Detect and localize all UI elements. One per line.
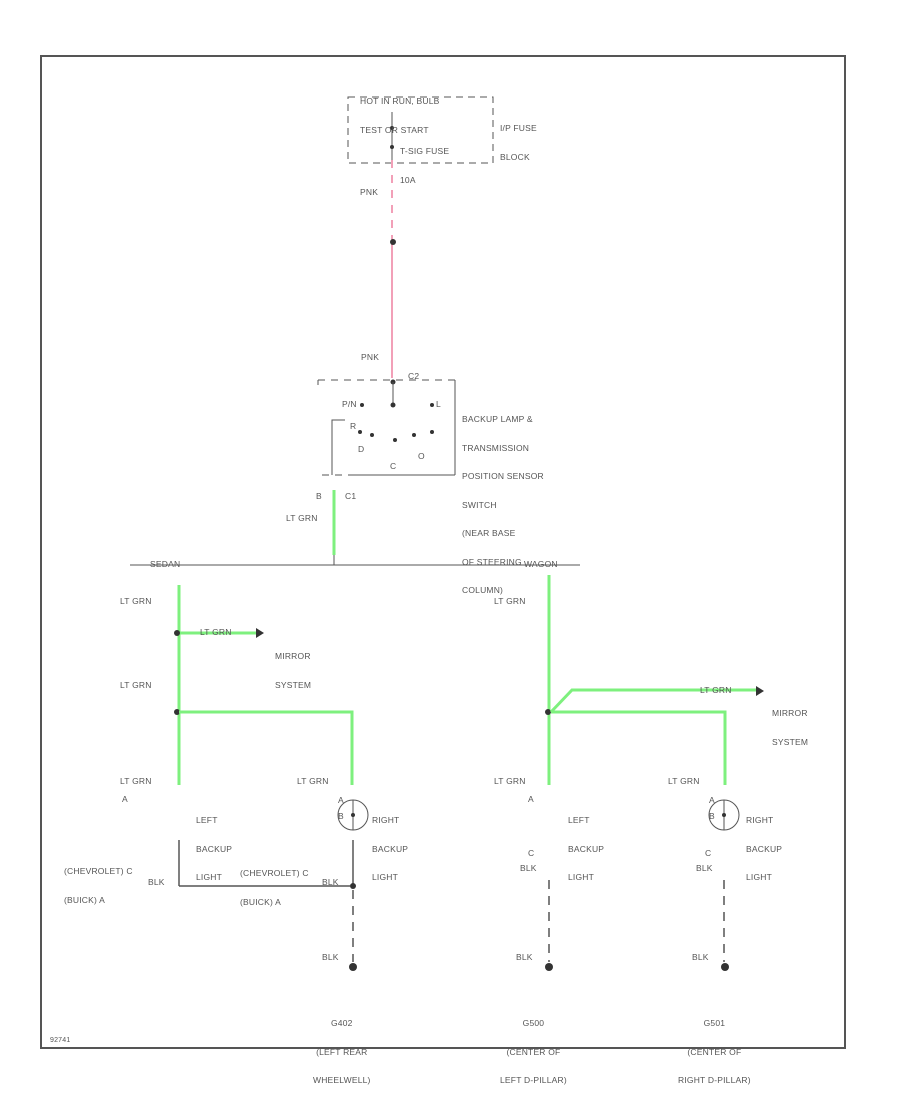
pin-label-a: A [709,795,715,805]
wire-label-blk: BLK [692,952,709,962]
wire-label-ltgrn: LT GRN [200,627,232,637]
ground-g501 [721,963,729,971]
wire-label-pnk-bottom: PNK [361,352,380,362]
wire-label-blk: BLK [520,863,537,873]
right-backup-light-label: RIGHT BACKUP LIGHT [372,815,409,882]
mirror-arrow [256,628,264,638]
fuse-block-box [347,96,494,164]
fuse-block-label: I/P FUSE BLOCK [500,123,537,162]
splice-dot [174,630,180,636]
mirror-system-label: MIRROR SYSTEM [772,708,809,747]
switch-contact [393,438,397,442]
pin-label-a: A [528,794,534,804]
left-backup-light-label: LEFT BACKUP LIGHT [196,815,233,882]
diagram-frame [40,55,846,1049]
switch-contact [370,433,374,437]
switch-pin-pn: P/N [342,399,357,409]
mirror-arrow [756,686,764,696]
wagon-mirror-wire [549,688,757,714]
connector-b-label: B [316,491,322,501]
left-backup-light-label: LEFT BACKUP LIGHT [568,815,605,882]
wire-label-ltgrn: LT GRN [494,596,526,606]
figure-id: 92741 [50,1037,71,1044]
switch-pin-l: L [436,399,441,409]
pin-label-a: A [122,794,128,804]
switch-label: BACKUP LAMP & TRANSMISSION POSITION SENS… [462,414,544,595]
wire-label-blk: BLK [322,877,339,887]
make-label-right: (CHEVROLET) C (BUICK) A [240,868,309,907]
bulb-terminal [351,813,355,817]
switch-contact [430,403,434,407]
ground-g402 [349,963,357,971]
pin-label-a: A [338,795,344,805]
wire-label-ltgrn: LT GRN [297,776,329,786]
make-label-left: (CHEVROLET) C (BUICK) A [64,866,133,905]
pin-label-b: B [709,811,715,821]
wire-label-blk: BLK [148,877,165,887]
wire-label-pnk-top: PNK [360,187,379,197]
switch-pin-c: C [390,461,397,471]
wire-label-blk: BLK [696,863,713,873]
wire-label-ltgrn: LT GRN [494,776,526,786]
pin-label-c: C [705,848,712,858]
splice-dot [545,709,551,715]
connector-c1-label: C1 [345,491,357,501]
wire-label-blk: BLK [322,952,339,962]
fuse-label: T-SIG FUSE 10A [400,146,450,185]
switch-bracket [331,419,345,475]
wire-label-ltgrn: LT GRN [120,776,152,786]
wagon-right-light-wire [551,710,727,785]
pin-label-b: B [338,811,344,821]
ground-g500-label: G500 (CENTER OF LEFT D-PILLAR) [500,1018,567,1085]
top-caption: HOT IN RUN, BULB TEST OR START [360,96,440,135]
wire-label-blk: BLK [516,952,533,962]
switch-pin-d: D [358,444,365,454]
ground-g501-label: G501 (CENTER OF RIGHT D-PILLAR) [678,1018,751,1085]
pin-label-c: C [528,848,535,858]
wire-label-ltgrn: LT GRN [120,596,152,606]
fuse-terminal [390,126,394,130]
switch-pin-o: O [418,451,425,461]
wire-label-ltgrn-main: LT GRN [286,513,318,523]
splice-dot [350,883,356,889]
splice-dot [174,709,180,715]
bulb-terminal [722,813,726,817]
sedan-right-light-wire [179,710,354,785]
right-backup-light-label: RIGHT BACKUP LIGHT [746,815,783,882]
wire-label-ltgrn: LT GRN [668,776,700,786]
ground-g402-label: G402 (LEFT REAR WHEELWELL) [313,1018,371,1085]
switch-contact [430,430,434,434]
switch-contact [360,403,364,407]
switch-contact [390,402,396,408]
mirror-system-label: MIRROR SYSTEM [275,651,312,690]
branch-wagon-label: WAGON [524,559,558,569]
branch-sedan-label: SEDAN [150,559,181,569]
connector-dot [390,239,396,245]
switch-contact [412,433,416,437]
connector-c2-label: C2 [408,371,420,381]
switch-contact [358,430,362,434]
wire-label-ltgrn: LT GRN [120,680,152,690]
ground-g500 [545,963,553,971]
fuse-terminal [390,145,394,149]
wire-label-ltgrn: LT GRN [700,685,732,695]
switch-box [317,379,456,476]
switch-pin-r: R [350,421,357,431]
